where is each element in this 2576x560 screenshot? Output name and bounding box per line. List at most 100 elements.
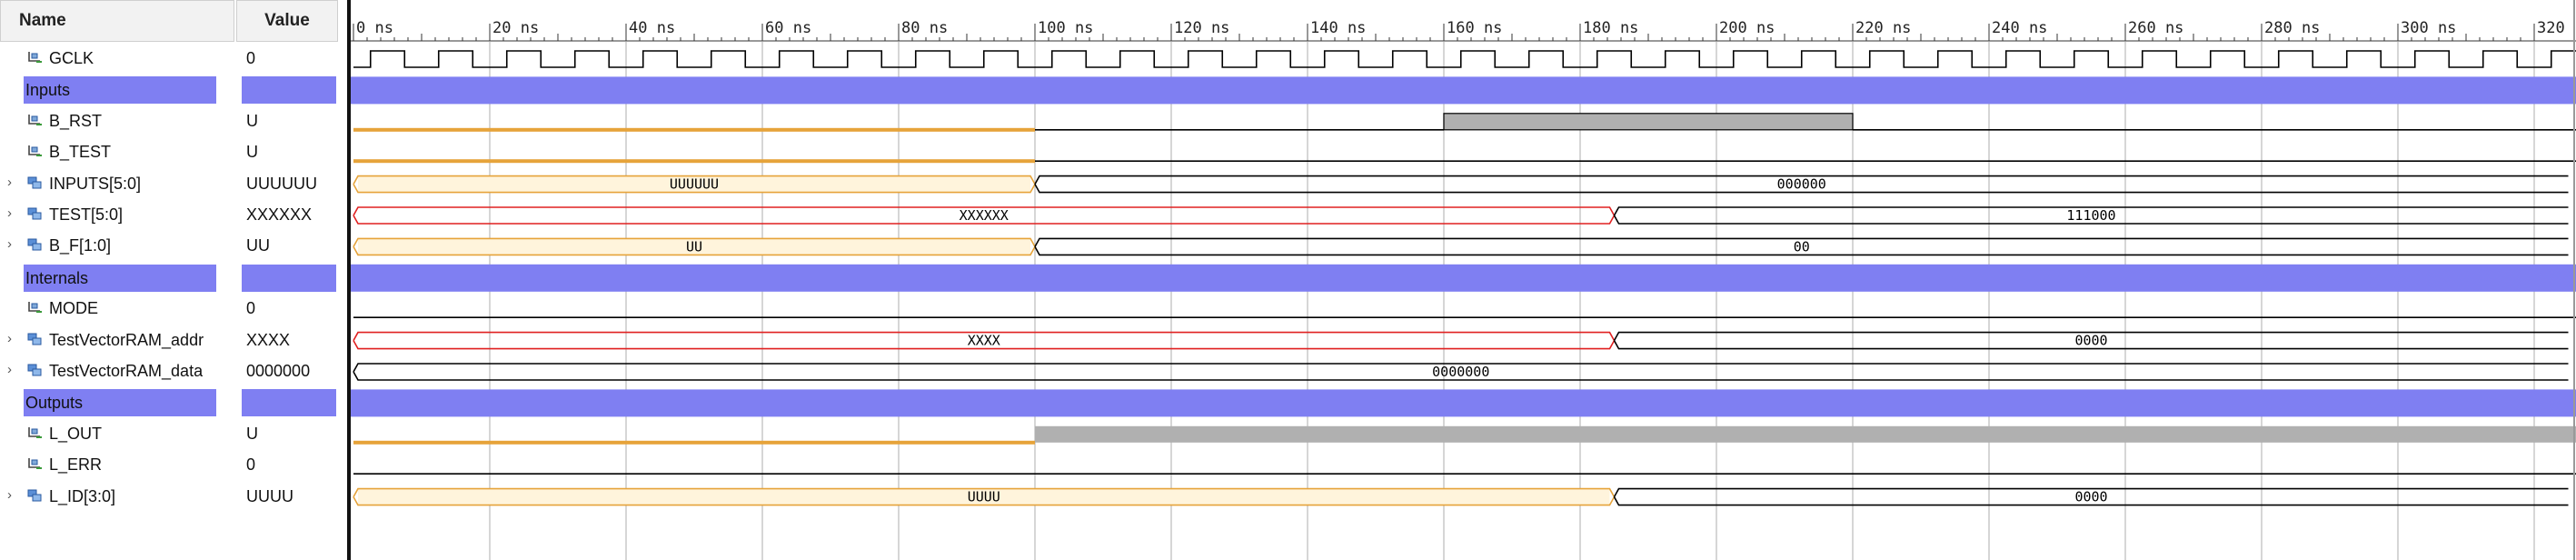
panel-divider[interactable] [347, 0, 351, 560]
bit-signal-icon [27, 299, 44, 315]
bus-signal-icon [27, 236, 44, 253]
waveform-trace[interactable] [353, 159, 2576, 164]
waveform-trace[interactable] [351, 264, 2576, 292]
group-band [351, 76, 2576, 105]
signal-row[interactable]: GCLK 0 [0, 44, 338, 75]
ruler-tick-label: 120 ns [1174, 19, 1229, 37]
signal-value: UUUUUU [246, 174, 317, 193]
waveform-trace[interactable]: XXXXXX 111000 [353, 206, 2569, 225]
signal-value: XXXX [246, 330, 291, 349]
bus-segment [353, 175, 1036, 194]
bus-undefined-fill [358, 238, 1030, 255]
bus-segment [353, 487, 1616, 506]
signal-name: GCLK [49, 49, 94, 67]
ruler-tick-label: 60 ns [765, 19, 811, 37]
ruler-tick-label: 0 ns [356, 19, 393, 37]
bus-signal-icon [27, 205, 44, 222]
signal-name: L_ERR [49, 455, 103, 475]
signal-name: L_ID[3:0] [49, 486, 116, 505]
bus-value-label: 111000 [2066, 207, 2115, 224]
ruler-tick-label: 20 ns [492, 19, 539, 37]
chevron-right-icon[interactable]: › [7, 362, 12, 377]
ruler-tick-label: 160 ns [1447, 19, 1502, 37]
chevron-right-icon[interactable]: › [7, 174, 12, 190]
bus-value-label: XXXX [968, 333, 1000, 349]
bit-signal-icon [27, 143, 44, 159]
undefined-level [353, 440, 1035, 445]
chevron-right-icon[interactable]: › [7, 330, 12, 346]
signal-row[interactable]: › TEST[5:0] XXXXXX [0, 200, 338, 231]
value-column-header[interactable]: Value [236, 0, 338, 42]
signal-row[interactable]: ›B_F[1:0]UU [0, 231, 338, 262]
waveform-trace[interactable]: 0000000 [353, 363, 2569, 381]
bus-segment [353, 331, 1616, 350]
waveform-trace[interactable] [353, 113, 2576, 132]
group-row-internals[interactable]: Internals [0, 263, 338, 294]
group-label: Internals [24, 264, 216, 292]
ruler-tick-label: 140 ns [1310, 19, 1366, 37]
ruler-tick-label: 300 ns [2401, 19, 2456, 37]
group-label: Inputs [24, 76, 216, 105]
bus-segment [353, 363, 2569, 381]
waveform-trace[interactable]: XXXX 0000 [353, 331, 2569, 350]
bus-value-label: UUUUUU [670, 176, 719, 193]
clock-waveform [353, 50, 2576, 68]
bus-value-label: XXXXXX [960, 207, 1009, 224]
bus-value-label: UUUU [968, 489, 1000, 505]
group-band [351, 389, 2576, 417]
bit-signal-icon [27, 425, 44, 441]
bus-segment [353, 206, 1616, 225]
bus-signal-icon [27, 175, 44, 191]
chevron-right-icon[interactable]: › [7, 486, 12, 503]
signal-name: L_OUT [49, 424, 103, 443]
group-band [351, 264, 2576, 292]
group-row-inputs[interactable]: Inputs [0, 75, 338, 105]
waveform-trace[interactable] [351, 389, 2576, 417]
group-row-outputs[interactable]: Outputs [0, 387, 338, 418]
signal-value: U [246, 143, 258, 162]
value-column-header-label: Value [264, 11, 310, 30]
signal-name: B_RST [49, 111, 103, 130]
waveform-trace[interactable]: UUUU 0000 [353, 487, 2569, 506]
signal-value: 0 [246, 49, 256, 67]
name-column-header[interactable]: Name [0, 0, 234, 42]
waveform-trace[interactable] [353, 425, 2576, 445]
ruler-tick-label: 260 ns [2128, 19, 2183, 37]
ruler-tick-label: 320 [2537, 19, 2565, 37]
signal-value: XXXXXX [246, 205, 313, 224]
ruler-tick-label: 80 ns [901, 19, 948, 37]
signal-row[interactable]: › L_ID[3:0] UUUU [0, 482, 338, 513]
undefined-level [353, 127, 1035, 132]
bus-segment [353, 237, 1036, 256]
bus-undefined-fill [358, 488, 1610, 505]
bus-value-label: 0000 [2074, 489, 2107, 505]
chevron-right-icon[interactable]: › [7, 236, 12, 253]
chevron-right-icon[interactable]: › [7, 205, 12, 221]
signal-name: TEST[5:0] [49, 205, 124, 224]
signal-row[interactable]: ›INPUTS[5:0]UUUUUU [0, 169, 338, 200]
ruler-tick-label: 280 ns [2264, 19, 2320, 37]
bus-value-label: 00 [1794, 238, 1810, 255]
undefined-level [353, 159, 1035, 164]
bus-value-label: 0000 [2074, 333, 2107, 349]
bus-undefined-fill [358, 175, 1030, 193]
waveform-trace[interactable] [351, 76, 2576, 105]
bus-signal-icon [27, 487, 44, 504]
signal-value: 0000000 [246, 362, 311, 380]
signal-value: UUUU [246, 486, 293, 505]
waveform-trace[interactable] [353, 50, 2576, 68]
high-level [1035, 425, 2576, 443]
bus-segment [1613, 206, 2569, 225]
